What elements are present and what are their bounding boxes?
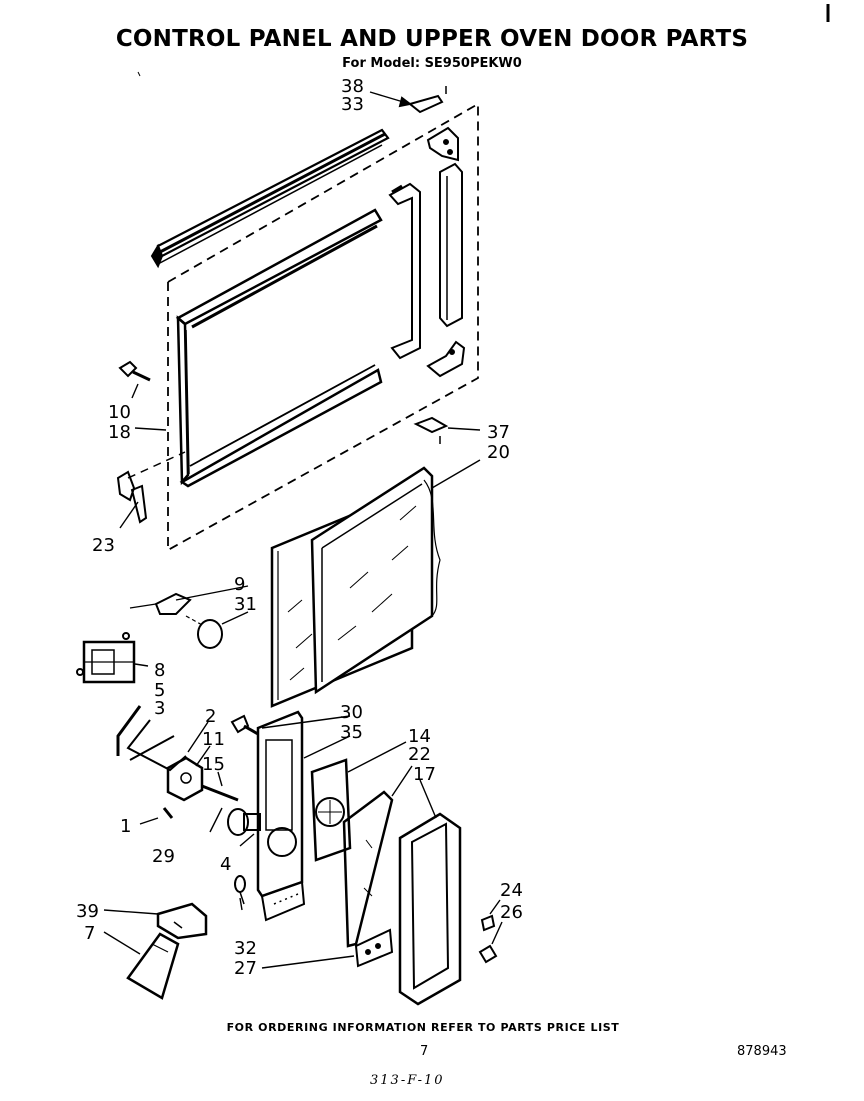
fastener-24 [480, 914, 496, 932]
upper-corner-bracket [426, 126, 459, 162]
transformer-8 [76, 632, 136, 684]
callout-8: 8 [154, 660, 165, 681]
callout-5: 5 [154, 680, 165, 701]
lower-corner-bracket [426, 340, 466, 378]
control-panel-35 [256, 710, 306, 922]
lens-22 [342, 790, 394, 948]
side-channel-right [439, 162, 463, 328]
callout-31: 31 [234, 594, 257, 615]
frame-17 [398, 812, 462, 1006]
cover-7 [126, 932, 180, 1000]
callout-27: 27 [234, 958, 257, 979]
page-number: 7 [420, 1044, 429, 1059]
bracket-27 [354, 928, 394, 968]
callout-33: 33 [341, 94, 364, 115]
callout-30: 30 [340, 702, 363, 723]
callout-23: 23 [92, 535, 115, 556]
callout-32: 32 [234, 938, 257, 959]
callout-10: 10 [108, 402, 131, 423]
callout-7: 7 [84, 923, 95, 944]
bracket-39 [156, 902, 208, 940]
fastener-26 [478, 944, 498, 964]
callout-37: 37 [487, 422, 510, 443]
knob-31 [185, 615, 223, 649]
door-frame [175, 208, 383, 488]
model-subtitle: For Model: SE950PEKW0 [342, 56, 522, 71]
clip-38 [407, 86, 447, 114]
callout-2: 2 [205, 706, 216, 727]
dashed-hinge-line [127, 451, 186, 479]
callout-24: 24 [500, 880, 523, 901]
side-channel-left [388, 182, 421, 360]
hinge-23 [116, 470, 148, 524]
callout-39: 39 [76, 901, 99, 922]
callout-35: 35 [340, 722, 363, 743]
callout-15: 15 [202, 754, 225, 775]
inner-glass-panel [310, 466, 441, 695]
callout-14: 14 [408, 726, 431, 747]
document-number: 878943 [737, 1044, 787, 1059]
dashed-door-outline [167, 102, 479, 552]
clock-module-14 [310, 758, 352, 862]
callout-26: 26 [500, 902, 523, 923]
wire-assembly [116, 705, 187, 772]
screw-30 [230, 714, 259, 736]
top-trim-strip [150, 128, 390, 269]
switch-9 [129, 592, 192, 615]
callout-18: 18 [108, 422, 131, 443]
callout-38: 38 [341, 76, 364, 97]
callout-29: 29 [152, 846, 175, 867]
callout-22: 22 [408, 744, 431, 765]
callout-20: 20 [487, 442, 510, 463]
callout-3: 3 [154, 698, 165, 719]
callout-1: 1 [120, 816, 131, 837]
page-title: CONTROL PANEL AND UPPER OVEN DOOR PARTS [115, 26, 749, 52]
ordering-info-note: FOR ORDERING INFORMATION REFER TO PARTS … [226, 1021, 620, 1034]
handwritten-note: 313-F-10 [370, 1073, 445, 1088]
callout-11: 11 [202, 729, 225, 750]
callout-9: 9 [234, 574, 245, 595]
control-switch [166, 756, 239, 802]
clip-32 [234, 875, 246, 905]
callout-4: 4 [220, 854, 231, 875]
screw-10 [118, 360, 151, 382]
callout-17: 17 [413, 764, 436, 785]
knob-4 [227, 808, 261, 836]
clip-37 [413, 416, 449, 444]
callout-labels: 38 33 10 18 37 20 23 9 31 8 5 3 2 11 15 … [76, 76, 523, 979]
